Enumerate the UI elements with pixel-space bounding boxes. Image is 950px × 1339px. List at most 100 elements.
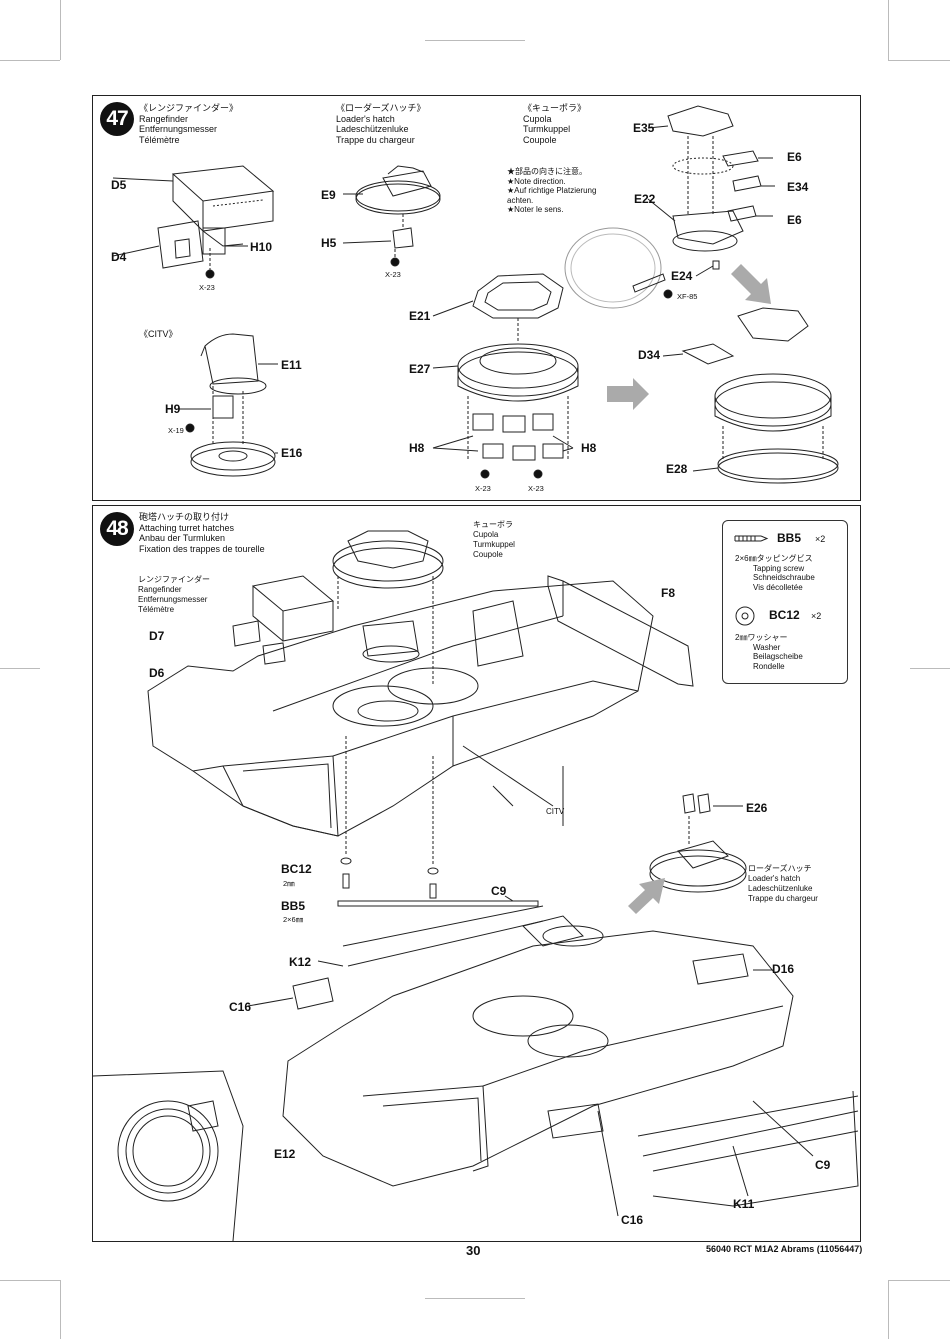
part-label-h9: H9 xyxy=(165,402,181,416)
caption-fr: Vis décolletée xyxy=(753,582,803,592)
caption-jp: 《キューポラ》 xyxy=(523,103,587,113)
part-label-f8: F8 xyxy=(661,586,676,600)
part-label-d4: D4 xyxy=(111,250,127,264)
product-code: 56040 RCT M1A2 Abrams (11056447) xyxy=(706,1244,863,1254)
part-label-c16: C16 xyxy=(229,1000,252,1014)
note-line: ★Auf richtige Platzierung xyxy=(507,186,597,195)
detail-inset xyxy=(92,1070,244,1242)
caption-de: Ladeschützenluke xyxy=(336,124,409,134)
citv-caption: 《CITV》 xyxy=(139,329,178,339)
lower-turret-part xyxy=(282,900,859,1207)
part-label-e34: E34 xyxy=(787,180,809,194)
crop-mark xyxy=(0,668,40,669)
bb5-qty: ×2 xyxy=(815,534,826,544)
caption-fr: Coupole xyxy=(523,134,557,145)
step-48-drawing xyxy=(92,530,859,1242)
part-label-e21: E21 xyxy=(409,309,431,323)
step-47-drawing xyxy=(112,105,839,484)
caption-de: Schneidschraube xyxy=(753,573,815,582)
part-label-h5: H5 xyxy=(321,236,337,250)
washer-size: 2㎜ xyxy=(283,879,295,888)
part-label-e28: E28 xyxy=(666,462,688,476)
cupola-caption: キューボラ Cupola Turmkuppel Coupole xyxy=(473,520,515,560)
rangefinder-part xyxy=(232,575,335,665)
caption-fr: Télémètre xyxy=(139,134,180,145)
bc12-code: BC12 xyxy=(769,608,800,622)
direction-notes: ★部品の向きに注意。 ★Note direction. ★Auf richtig… xyxy=(507,167,596,215)
caption-en: Rangefinder xyxy=(138,585,182,594)
caption-jp: キューボラ xyxy=(473,520,513,529)
caption-de: Turmkuppel xyxy=(523,124,571,134)
f8-part xyxy=(547,575,694,687)
caption-fr: Rondelle xyxy=(753,661,785,671)
page-number: 30 xyxy=(466,1243,481,1258)
cupola-part xyxy=(457,273,579,461)
rangefinder-part xyxy=(157,165,275,269)
screw-icon xyxy=(734,535,769,542)
crop-mark xyxy=(60,0,61,60)
caption-de: Beilagscheibe xyxy=(753,652,803,661)
caption-jp: 2×6㎜タッピングビス xyxy=(735,554,813,563)
caption-fr: Trappe du chargeur xyxy=(336,134,415,145)
cupola-caption: 《キューポラ》 Cupola Turmkuppel Coupole xyxy=(523,103,586,145)
caption-fr: Trappe du chargeur xyxy=(748,894,818,903)
rangefinder-caption: 《レンジファインダー》 Rangefinder Entfernungsmesse… xyxy=(139,103,238,145)
note-line: achten. xyxy=(507,195,534,205)
crop-mark xyxy=(425,40,525,41)
caption-fr: Fixation des trappes de tourelle xyxy=(139,543,265,554)
paint-x23: X-23 xyxy=(475,484,491,493)
bb5-code: BB5 xyxy=(777,531,802,545)
crop-mark xyxy=(0,60,60,61)
caption-de: Entfernungsmesser xyxy=(139,124,218,134)
crop-mark xyxy=(888,1280,889,1339)
caption-jp: 2㎜ワッシャー xyxy=(735,633,788,642)
assembly-arrow xyxy=(628,878,665,914)
part-label-bc12: BC12 xyxy=(281,862,312,876)
part-label-e22: E22 xyxy=(634,192,656,206)
paint-x19: X-19 xyxy=(168,426,184,435)
crop-mark xyxy=(60,1280,61,1339)
paint-x23: X-23 xyxy=(199,283,215,292)
note-line: ★部品の向きに注意。 xyxy=(507,167,587,176)
part-label-e16: E16 xyxy=(281,446,303,460)
crop-mark xyxy=(910,668,950,669)
caption-de: Entfernungsmesser xyxy=(138,595,208,604)
upper-turret-part xyxy=(147,580,654,837)
caption-en: Loader's hatch xyxy=(336,113,395,124)
loaders-hatch-caption: ローダーズハッチ Loader's hatch Ladeschützenluke… xyxy=(748,864,818,904)
screw-size: 2×6㎜ xyxy=(283,915,304,924)
part-label-c9: C9 xyxy=(815,1158,831,1172)
caption-de: Anbau der Turmluken xyxy=(139,533,226,543)
part-label-bb5: BB5 xyxy=(281,899,306,913)
part-label-h8: H8 xyxy=(581,441,597,455)
part-label-c9: C9 xyxy=(491,884,507,898)
caption-jp: 《ローダーズハッチ》 xyxy=(336,103,426,113)
part-label-e6: E6 xyxy=(787,213,802,227)
paint-x23: X-23 xyxy=(385,270,401,279)
caption-en: Attaching turret hatches xyxy=(139,522,235,533)
crop-mark xyxy=(0,1280,60,1281)
caption-jp: ローダーズハッチ xyxy=(748,864,812,873)
caption-de: Ladeschützenluke xyxy=(748,884,813,893)
part-label-d34: D34 xyxy=(638,348,661,362)
hardware-drawing xyxy=(734,535,769,626)
cupola-part xyxy=(332,530,444,722)
part-label-e26: E26 xyxy=(746,801,768,815)
part-label-e6: E6 xyxy=(787,150,802,164)
crop-mark xyxy=(425,1298,525,1299)
rangefinder-caption: レンジファインダー Rangefinder Entfernungsmesser … xyxy=(138,575,210,615)
caption-en: Loader's hatch xyxy=(748,874,801,883)
assembly-arrow xyxy=(607,378,649,410)
bb5-caption: 2×6㎜タッピングビス Tapping screw Schneidschraub… xyxy=(735,554,835,592)
part-label-e12: E12 xyxy=(274,1147,296,1161)
step-47-panel: 47 《レンジファインダー》 Rangefinder Entfernungsme… xyxy=(92,95,861,501)
part-label-c16: C16 xyxy=(621,1213,644,1227)
step-48-number: 48 xyxy=(100,512,134,546)
caption-jp: 砲塔ハッチの取り付け xyxy=(139,512,230,522)
step-48-panel: 48 砲塔ハッチの取り付け Attaching turret hatches A… xyxy=(92,505,861,1242)
part-label-d16: D16 xyxy=(772,962,795,976)
note-line: ★Note direction. xyxy=(507,176,566,186)
hardware-box: BB5 ×2 2×6㎜タッピングビス Tapping screw Schneid… xyxy=(722,520,848,684)
caption-jp: 《レンジファインダー》 xyxy=(139,103,239,113)
crop-mark xyxy=(888,0,889,60)
